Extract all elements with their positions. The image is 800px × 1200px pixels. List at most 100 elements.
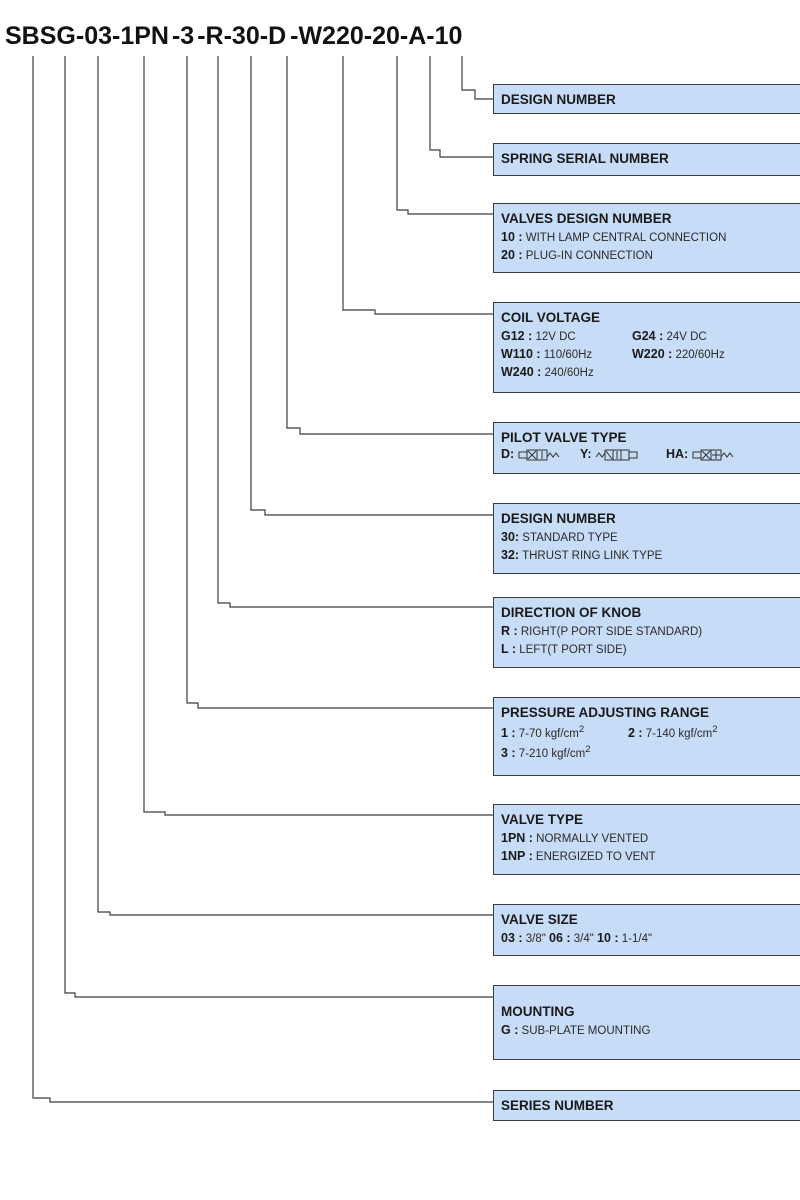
code-separator: - — [363, 22, 373, 50]
box-title: DESIGN NUMBER — [501, 511, 616, 526]
option-code: 2 : — [628, 725, 643, 740]
code-segment: A — [408, 22, 427, 50]
option-desc: 240/60Hz — [541, 367, 594, 379]
option-line: G : SUB-PLATE MOUNTING — [501, 1023, 800, 1037]
option-line: W240 : 240/60Hz — [501, 365, 800, 379]
option-desc: 3/4" — [570, 933, 598, 945]
option-code: R : — [501, 624, 518, 638]
code-separator: - — [426, 22, 435, 50]
option-code: 20 : — [501, 248, 523, 262]
code-segment: 30 — [231, 22, 260, 50]
option-desc: 220/60Hz — [672, 349, 725, 361]
option-code: G : — [501, 1023, 519, 1037]
code-segment: D — [268, 22, 287, 50]
option-line: 10 : WITH LAMP CENTRAL CONNECTION — [501, 230, 800, 244]
option-desc: 7-210 kgf/cm — [515, 747, 586, 760]
code-segment: SBSG — [5, 22, 76, 50]
superscript: 2 — [578, 724, 585, 735]
option-desc: RIGHT(P PORT SIDE STANDARD) — [517, 626, 703, 638]
option-code: 1 : — [501, 725, 516, 740]
option-line: 30: STANDARD TYPE — [501, 530, 800, 544]
option-desc: ENERGIZED TO VENT — [532, 851, 656, 863]
option-desc: 7-70 kgf/cm — [515, 727, 579, 740]
design-number-top-box: DESIGN NUMBER — [493, 84, 800, 114]
box-title: PRESSURE ADJUSTING RANGE — [501, 705, 710, 720]
code-segment: 10 — [434, 22, 463, 50]
option-desc: STANDARD TYPE — [519, 532, 618, 544]
option-code: 10 : — [597, 931, 619, 945]
code-separator: - — [75, 22, 85, 50]
option-desc: 110/60Hz — [540, 349, 593, 361]
option-code: HA: — [666, 447, 689, 461]
leader-line-valves-design — [396, 56, 493, 215]
leader-line-pressure-range — [186, 56, 493, 709]
valve-symbol-d-icon — [518, 449, 560, 461]
box-title: VALVE SIZE — [501, 912, 578, 927]
design-number-box: DESIGN NUMBER 30: STANDARD TYPE 32: THRU… — [493, 503, 800, 574]
superscript: 2 — [712, 724, 718, 735]
option-desc: SUB-PLATE MOUNTING — [518, 1025, 651, 1037]
leader-line-pilot-valve — [286, 56, 493, 435]
leader-line-series-number — [32, 56, 493, 1103]
option-desc: NORMALLY VENTED — [532, 833, 649, 845]
code-separator: - — [399, 22, 409, 50]
option-desc: 7-140 kgf/cm — [642, 727, 713, 740]
valve-size-box: VALVE SIZE 03 : 3/8" 06 : 3/4" 10 : 1-1/… — [493, 904, 800, 956]
code-separator: - — [290, 22, 299, 50]
option-code: 30: — [501, 530, 520, 544]
code-segment: 20 — [372, 22, 400, 50]
valves-design-number-box: VALVES DESIGN NUMBER 10 : WITH LAMP CENT… — [493, 203, 800, 273]
code-separator: - — [197, 22, 206, 50]
valve-symbol-ha-icon — [692, 449, 734, 461]
valve-symbol-y-icon — [595, 449, 638, 461]
option-code: L : — [501, 642, 517, 656]
option-code: 3 : — [501, 745, 516, 760]
box-title: MOUNTING — [501, 1004, 575, 1019]
option-line: 03 : 3/8" 06 : 3/4" 10 : 1-1/4" — [501, 931, 800, 945]
option-desc: 24V DC — [663, 331, 707, 343]
option-code: D: — [501, 447, 515, 461]
leader-line-spring-serial — [429, 56, 493, 158]
pressure-adjusting-range-box: PRESSURE ADJUSTING RANGE 1 : 7-70 kgf/cm… — [493, 697, 800, 776]
option-desc: PLUG-IN CONNECTION — [522, 250, 653, 262]
option-line: L : LEFT(T PORT SIDE) — [501, 642, 800, 656]
mounting-box: MOUNTING G : SUB-PLATE MOUNTING — [493, 985, 800, 1060]
spring-serial-number-box: SPRING SERIAL NUMBER — [493, 143, 800, 176]
box-title: DESIGN NUMBER — [501, 92, 616, 107]
code-segment: 3 — [180, 22, 195, 50]
box-title: SPRING SERIAL NUMBER — [501, 151, 669, 166]
option-line: 32: THRUST RING LINK TYPE — [501, 548, 800, 562]
superscript: 2 — [585, 743, 591, 755]
option-code: G12 : — [501, 329, 533, 343]
option-line: 1PN : NORMALLY VENTED — [501, 831, 800, 845]
code-separator: - — [112, 22, 121, 50]
option-line: 1NP : ENERGIZED TO VENT — [501, 849, 800, 863]
leader-line-coil-voltage — [342, 56, 493, 315]
option-line: 20 : PLUG-IN CONNECTION — [501, 248, 800, 262]
option-code: 32: — [501, 548, 520, 562]
leader-line-design-number — [461, 56, 493, 100]
option-code: W240 : — [501, 365, 542, 379]
series-number-box: SERIES NUMBER — [493, 1090, 800, 1121]
box-title: DIRECTION OF KNOB — [501, 605, 642, 620]
valve-type-box: VALVE TYPE 1PN : NORMALLY VENTED 1NP : E… — [493, 804, 800, 875]
leader-line-valve-size — [97, 56, 493, 916]
code-separator: - — [171, 22, 181, 50]
option-line: 3 : 7-210 kgf/cm2 — [501, 744, 800, 760]
option-desc: THRUST RING LINK TYPE — [519, 550, 663, 562]
option-line: D: Y: HA: — [501, 447, 800, 462]
leader-line-mounting — [64, 56, 493, 998]
option-code: 10 : — [501, 230, 523, 244]
model-code: SBSG-03-1PN-3-R-30-D-W220-20-A-10 — [5, 22, 462, 51]
option-code: 03 : — [501, 931, 523, 945]
code-separator: - — [259, 22, 269, 50]
code-segment: W220 — [298, 22, 364, 50]
pilot-valve-type-box: PILOT VALVE TYPE D: Y: HA: — [493, 422, 800, 474]
direction-of-knob-box: DIRECTION OF KNOB R : RIGHT(P PORT SIDE … — [493, 597, 800, 668]
option-desc: LEFT(T PORT SIDE) — [516, 644, 627, 656]
box-title: VALVE TYPE — [501, 812, 584, 827]
